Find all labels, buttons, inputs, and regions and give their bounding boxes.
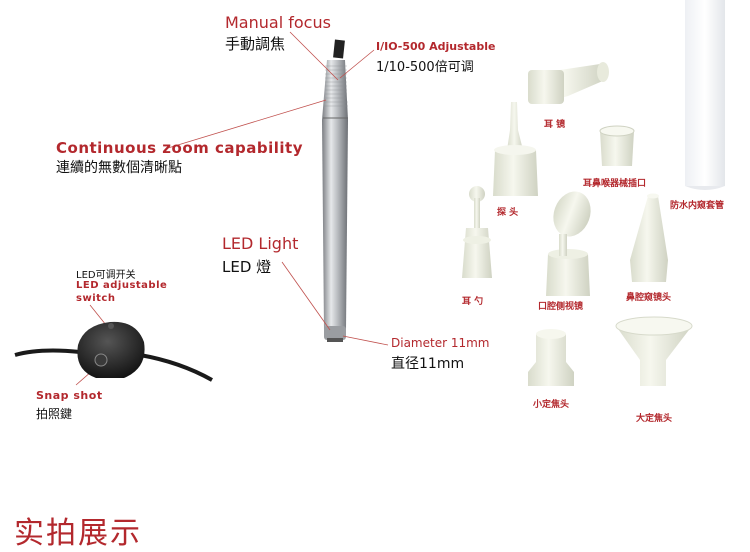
manual-focus-label: Manual focus bbox=[225, 13, 331, 32]
snapshot-label: Snap shot bbox=[36, 389, 103, 402]
section-title: 实拍展示 bbox=[14, 516, 142, 551]
ent-port-label: 耳鼻喉器械插口 bbox=[583, 179, 647, 189]
snapshot-cn-label: 拍照鍵 bbox=[36, 407, 73, 421]
led-switch-cn-label: LED可调开关 bbox=[76, 270, 136, 281]
waterproof-sleeve-label: 防水内窥套管 bbox=[670, 201, 725, 211]
led-light-cn-label: LED 燈 bbox=[222, 258, 272, 276]
led-switch-label-line2: switch bbox=[76, 293, 116, 304]
small-focus-label: 小定焦头 bbox=[533, 400, 570, 410]
diameter-cn-label: 直径11mm bbox=[391, 356, 465, 372]
zoom-cn-label: 連續的無數個清晰點 bbox=[56, 160, 182, 176]
zoom-label: Continuous zoom capability bbox=[56, 139, 303, 157]
adjustable-cn-label: 1/10-500倍可调 bbox=[376, 60, 474, 75]
diameter-label: Diameter 11mm bbox=[391, 336, 490, 350]
nasal-head-label: 鼻腔窥镜头 bbox=[626, 293, 672, 303]
led-light-label: LED Light bbox=[222, 234, 299, 253]
snapshot-switch bbox=[14, 321, 213, 382]
led-switch-label-line1: LED adjustable bbox=[76, 280, 168, 291]
adjustable-label: I/IO-500 Adjustable bbox=[376, 40, 496, 53]
probe-label: 探 头 bbox=[497, 208, 519, 218]
ear-spoon-label: 耳 勺 bbox=[462, 297, 484, 307]
large-focus-label: 大定焦头 bbox=[636, 414, 673, 424]
endoscope-pen bbox=[322, 39, 348, 342]
manual-focus-cn-label: 手動調焦 bbox=[225, 35, 286, 53]
ear-mirror-label: 耳 镜 bbox=[544, 120, 566, 130]
oral-mirror-label: 口腔侧视镜 bbox=[538, 302, 584, 312]
accessories bbox=[462, 0, 725, 386]
